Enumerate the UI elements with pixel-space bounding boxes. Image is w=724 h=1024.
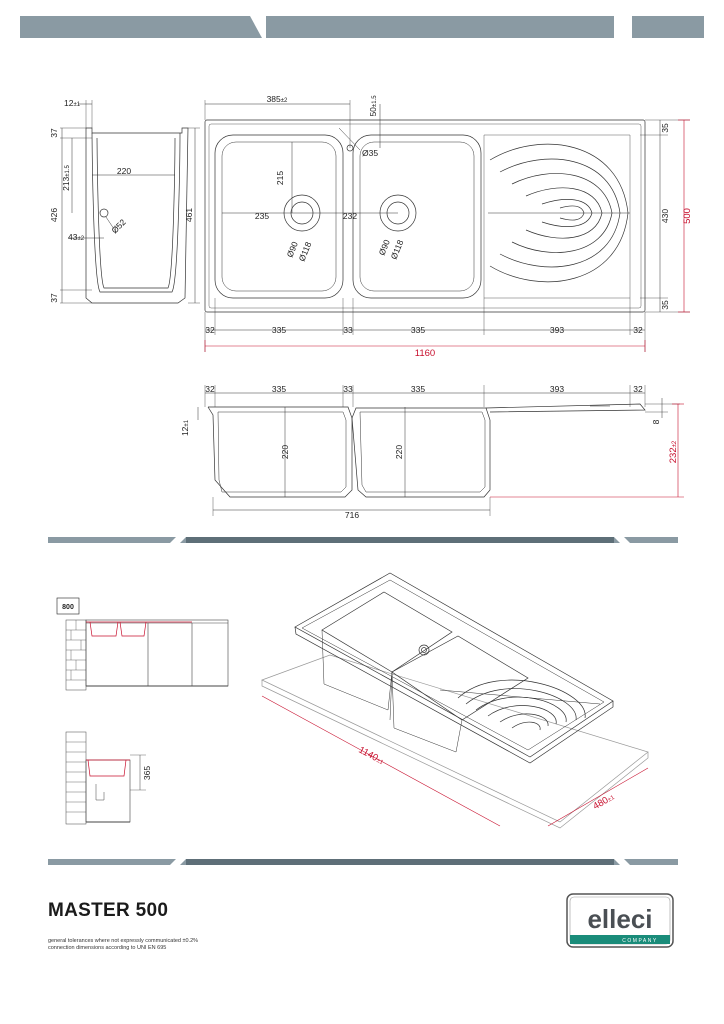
section-divider [48, 537, 678, 543]
dim-32-sec-left: 32 [205, 384, 215, 394]
dim-33-sec: 33 [343, 384, 353, 394]
connection-note: connection dimensions according to UNI E… [48, 945, 167, 951]
dim-235: 235 [255, 211, 269, 221]
dim-32-right: 32 [633, 325, 643, 335]
side-view [60, 100, 200, 304]
dim-220-sec-right: 220 [394, 445, 404, 459]
tolerance-note: general tolerances where not expressly c… [48, 938, 199, 944]
product-title: MASTER 500 [48, 900, 169, 921]
dim-118-right: Ø118 [389, 238, 406, 261]
dim-32-sec-right: 32 [633, 384, 643, 394]
brand-tagline: COMPANY [622, 938, 657, 944]
isometric-view [261, 572, 649, 829]
dim-8: 8 [651, 419, 661, 424]
dim-461: 461 [184, 208, 194, 222]
dim-43: 43±2 [68, 232, 85, 242]
dim-213: 213±1.5 [61, 164, 71, 190]
dim-393-sec: 393 [550, 384, 564, 394]
dim-12-sec: 12±1 [180, 419, 190, 436]
dim-335-sec-left: 335 [272, 384, 286, 394]
brand-logo: elleci COMPANY [566, 893, 674, 948]
dim-716: 716 [345, 510, 359, 520]
dim-37-bottom: 37 [49, 293, 59, 303]
section-view [197, 385, 680, 516]
dim-1140: 1140±1 [357, 745, 387, 768]
dim-335-left: 335 [272, 325, 286, 335]
dim-1160: 1160 [415, 348, 435, 359]
plan-view [204, 100, 690, 352]
cabinet-width-label: 800 [62, 604, 74, 611]
dim-385: 385±2 [267, 94, 288, 104]
dim-426: 426 [49, 208, 59, 222]
dim-335-right: 335 [411, 325, 425, 335]
dim-50: 50±1.5 [368, 95, 378, 117]
dim-118-left: Ø118 [297, 240, 314, 263]
dim-33: 33 [343, 325, 353, 335]
dim-220-sec-left: 220 [280, 445, 290, 459]
dim-430: 430 [660, 209, 670, 223]
dim-335-sec-right: 335 [411, 384, 425, 394]
dim-500: 500 [682, 208, 693, 224]
dim-35-top: 35 [660, 123, 670, 133]
header-band [20, 16, 704, 38]
dim-top-offset: 12±1 [64, 98, 81, 108]
dim-232-sec: 232±2 [668, 440, 679, 463]
dim-393: 393 [550, 325, 564, 335]
dim-37-top: 37 [49, 128, 59, 138]
dim-232-plan: 232 [343, 211, 357, 221]
install-view [56, 597, 229, 825]
brand-name: elleci [587, 904, 652, 934]
dim-365: 365 [142, 766, 152, 780]
dim-35-bottom: 35 [660, 300, 670, 310]
dim-hole-52: Ø52 [109, 217, 128, 236]
dim-32-left: 32 [205, 325, 215, 335]
section-divider [48, 859, 678, 865]
dim-220-side: 220 [117, 166, 131, 176]
dim-215: 215 [275, 171, 285, 185]
dim-hole-35: Ø35 [362, 148, 378, 158]
